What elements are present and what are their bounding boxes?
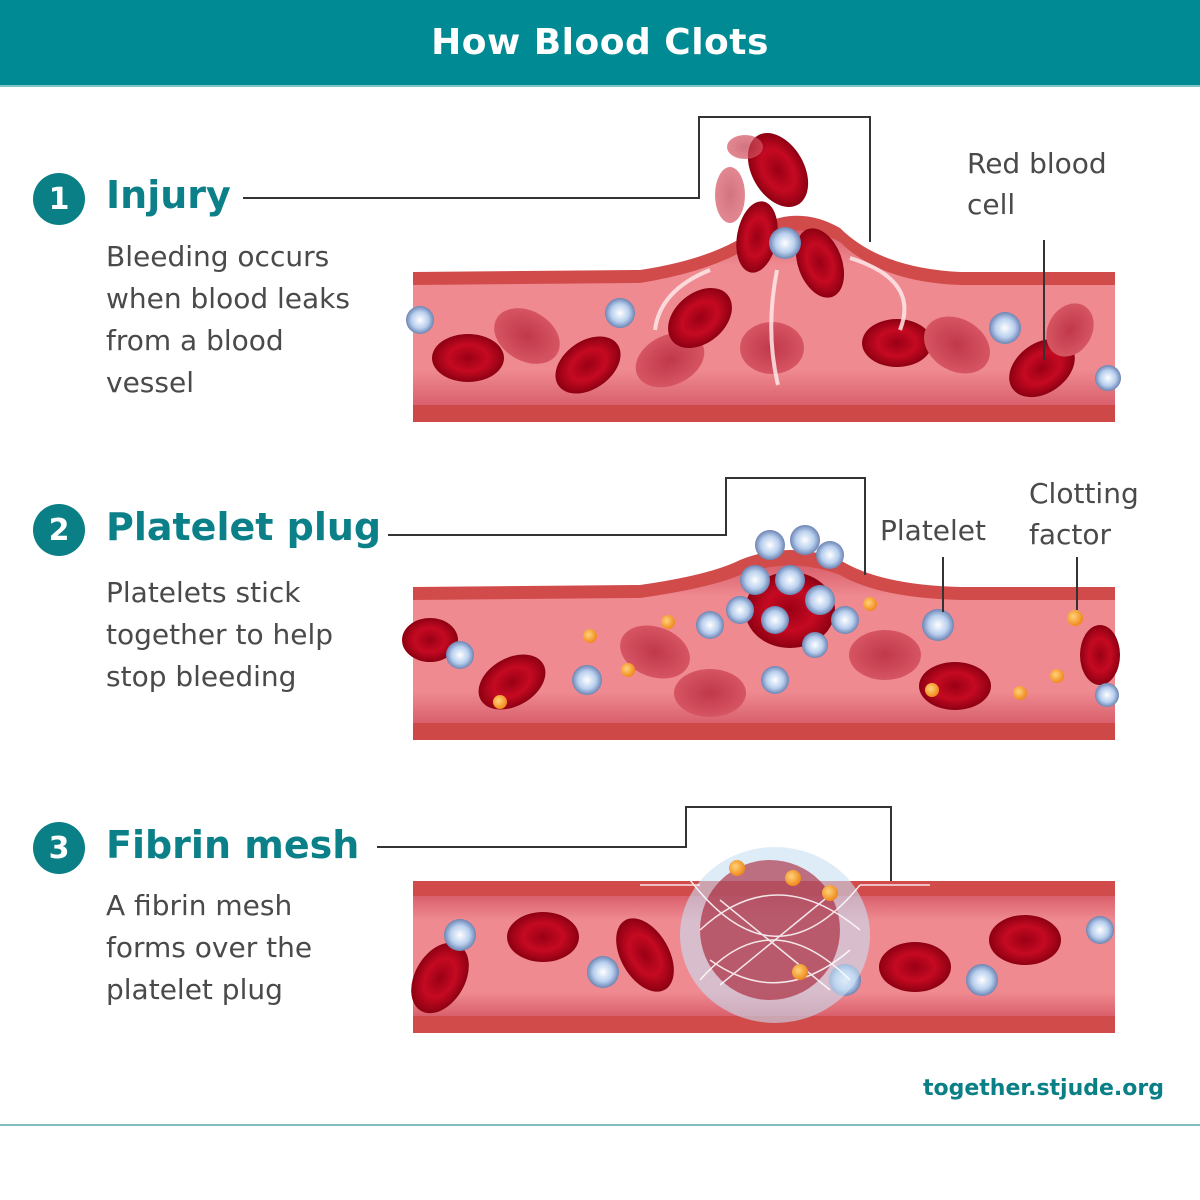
step-3-title: Fibrin mesh [106,823,360,867]
footer-website-link[interactable]: together.stjude.org [922,1076,1164,1101]
red-blood-cell [478,654,546,710]
red-blood-cell [555,336,621,394]
platelet-cluster [696,525,859,694]
step-2-title: Platelet plug [106,505,382,549]
header-banner: How Blood Clots [0,0,1200,85]
red-blood-cell [727,135,763,159]
platelet [444,919,476,951]
label-platelet: Platelet [880,514,987,547]
red-blood-cell [1046,303,1094,357]
platelet [769,227,801,259]
red-blood-cell [736,201,778,273]
platelet [1095,683,1119,707]
step-1-title: Injury [106,173,231,217]
red-blood-cell [1080,625,1120,685]
platelet [922,609,954,641]
clotting-factor [493,597,1083,709]
platelet [446,641,474,669]
red-blood-cell [795,228,845,298]
label-clotting-factor: Clotting factor [1029,477,1139,551]
red-blood-cell [616,918,674,992]
header-divider [0,85,1200,87]
red-blood-cell [402,618,458,662]
red-blood-cell [924,316,990,374]
fibrin-clot [640,847,930,1023]
red-blood-cell [715,167,745,223]
callout-line-injury [243,116,871,242]
red-blood-cell [879,942,951,992]
red-blood-cell [919,662,991,710]
red-blood-cell [862,319,932,367]
step-1-description: Bleeding occurs when blood leaks from a … [106,240,350,399]
red-blood-cell [674,669,746,717]
platelet [1086,916,1114,944]
red-blood-cell [620,625,690,679]
vessel-platelet-plug [388,477,1120,740]
page-title: How Blood Clots [431,22,769,63]
step-1-number-badge: 1 [33,173,85,225]
red-blood-cell [432,334,504,382]
platelet [587,956,619,988]
footer-divider [0,1124,1200,1126]
red-blood-cell [747,133,809,207]
red-blood-cell [668,287,732,349]
label-red-blood-cell: Red blood cell [967,147,1107,221]
platelet [572,665,602,695]
platelet [989,312,1021,344]
callout-line-platelet-plug [388,477,866,575]
step-2-number-badge: 2 [33,504,85,556]
red-blood-cell [989,915,1061,965]
red-blood-cell [494,308,560,364]
platelet [605,298,635,328]
red-blood-cell [507,912,579,962]
step-2-description: Platelets stick together to help stop bl… [106,576,334,693]
red-blood-cell [411,942,469,1014]
red-blood-cell [849,630,921,680]
step-3-description: A fibrin mesh forms over the platelet pl… [106,889,313,1006]
step-3-number-badge: 3 [33,822,85,874]
callout-line-fibrin-mesh [377,806,892,881]
vessel-injury [243,116,1121,422]
platelet [1095,365,1121,391]
platelet [406,306,434,334]
vessel-fibrin-mesh [377,806,1115,1033]
platelet [966,964,998,996]
